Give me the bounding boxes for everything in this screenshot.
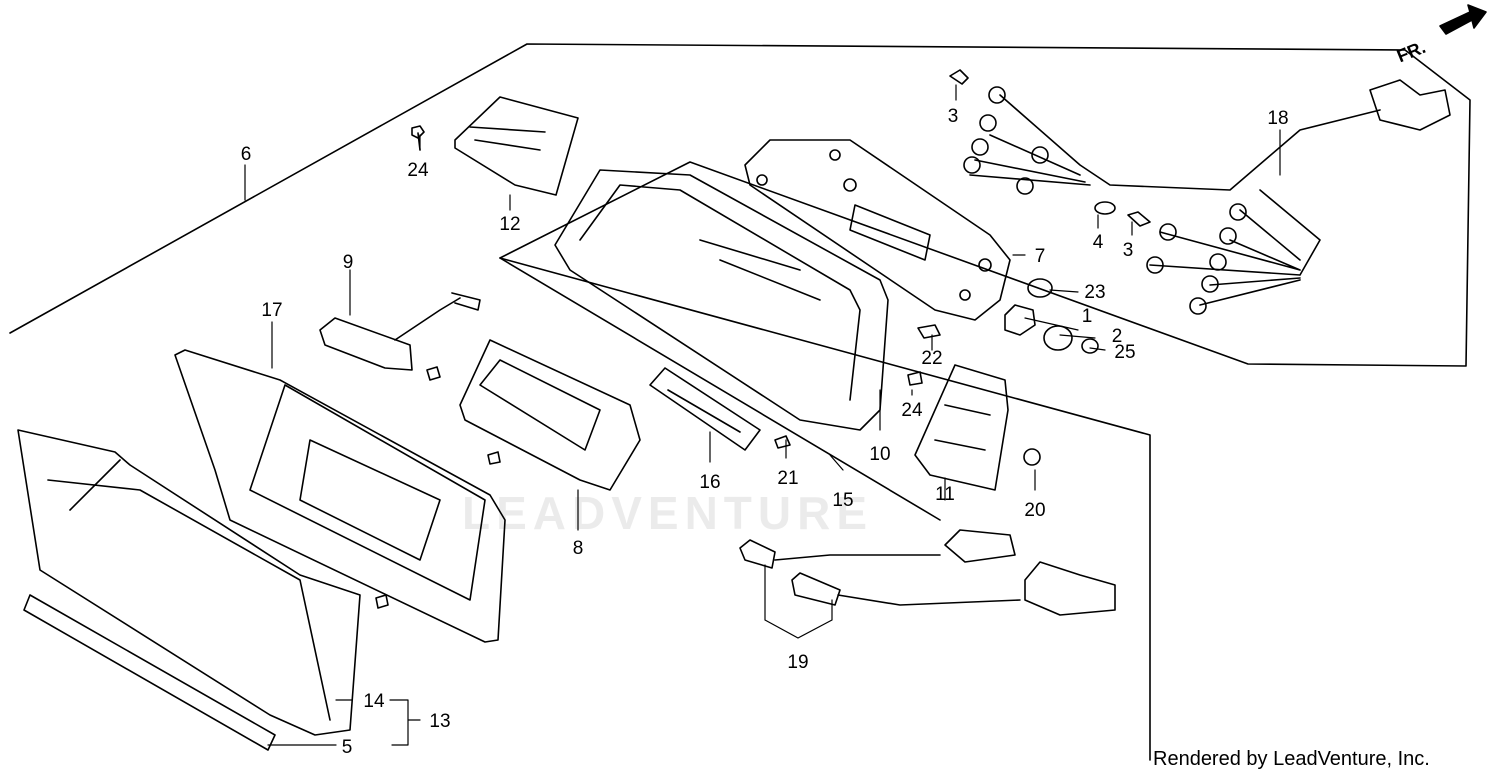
- callout-12: 12: [499, 214, 520, 235]
- callout-1: 1: [1082, 306, 1093, 327]
- callout-6: 6: [241, 144, 252, 165]
- callout-24: 24: [407, 160, 429, 181]
- part-1-cap: [1004, 304, 1036, 336]
- part-4-bulb: [1094, 201, 1116, 215]
- part-11-lens: [914, 364, 1009, 491]
- part-24-screw-lower: [907, 371, 923, 386]
- callout-8: 8: [573, 538, 584, 559]
- direction-arrow-icon: [1439, 4, 1487, 35]
- part-19-harness: [739, 529, 1116, 616]
- callout-17: 17: [261, 300, 282, 321]
- screw-icon: [375, 366, 501, 609]
- callout-3b: 3: [1123, 240, 1134, 261]
- part-8-display: [459, 339, 641, 491]
- part-23-grommet: [1027, 278, 1053, 298]
- callout-22: 22: [921, 348, 942, 369]
- callout-16: 16: [699, 472, 720, 493]
- callout-7: 7: [1035, 246, 1046, 267]
- callout-15: 15: [832, 490, 853, 511]
- direction-label: FR.: [1394, 37, 1428, 66]
- part-21-screw: [774, 435, 791, 449]
- part-18-harness: [969, 94, 1381, 306]
- callout-25: 25: [1114, 342, 1135, 363]
- part-20-grommet: [1023, 448, 1041, 466]
- part-2-bulb: [1043, 325, 1073, 351]
- part-9-sensor: [319, 292, 481, 371]
- callout-10: 10: [869, 444, 890, 465]
- credit-text: Rendered by LeadVenture, Inc.: [1153, 748, 1430, 770]
- callout-14: 14: [363, 691, 385, 712]
- callout-9: 9: [343, 252, 354, 273]
- callout-4: 4: [1093, 232, 1104, 253]
- part-7-board: [744, 139, 1011, 321]
- callout-3: 3: [948, 106, 959, 127]
- callout-13: 13: [429, 711, 450, 732]
- group-15-line: [499, 257, 941, 521]
- callout-23: 23: [1084, 282, 1105, 303]
- assembly-outline: [9, 43, 1471, 761]
- callout-20: 20: [1024, 500, 1045, 521]
- part-3-bulb: [949, 69, 1151, 227]
- part-12-lens: [454, 96, 579, 196]
- part-14-glass: [17, 429, 361, 736]
- callout-21: 21: [777, 468, 798, 489]
- callout-2: 2: [1112, 326, 1123, 347]
- part-5-strip: [23, 594, 276, 751]
- part-17-bezel: [174, 349, 506, 643]
- part-25-grommet: [1081, 338, 1099, 354]
- part-10-case: [554, 169, 889, 431]
- part-16-bracket: [649, 367, 761, 451]
- callout-24b: 24: [901, 400, 923, 421]
- part-18-connector: [1369, 79, 1451, 131]
- part-22-screw: [917, 324, 941, 339]
- callout-18: 18: [1267, 108, 1288, 129]
- callout-11: 11: [935, 484, 955, 505]
- part-24-screw: [411, 125, 425, 151]
- callout-5: 5: [342, 737, 353, 758]
- callout-19: 19: [787, 652, 808, 673]
